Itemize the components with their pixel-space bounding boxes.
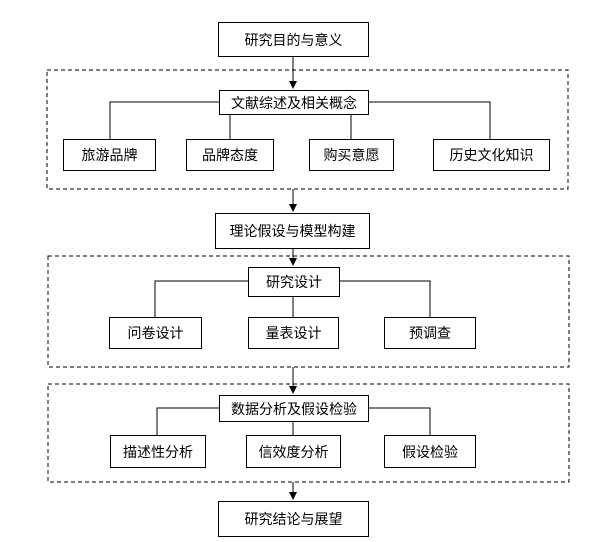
group-frame-data-analysis	[47, 383, 570, 483]
branch-analysis-left	[156, 407, 219, 435]
branch-analysis-right	[369, 407, 431, 435]
item-scale-design: 量表设计	[248, 317, 339, 349]
item-tourism-brand: 旅游品牌	[63, 139, 156, 171]
hub-research-design: 研究设计	[248, 267, 340, 297]
hub-data-analysis: 数据分析及假设检验	[219, 395, 369, 422]
item-brand-attitude: 品牌态度	[186, 139, 274, 171]
item-pre-survey: 预调查	[384, 317, 476, 349]
group-frame-research-design	[47, 255, 570, 368]
branch-design-right	[340, 280, 431, 317]
step-research-purpose: 研究目的与意义	[218, 22, 369, 57]
item-descriptive-analysis: 描述性分析	[110, 435, 206, 468]
branch-literature-right	[369, 101, 491, 139]
item-purchase-intention: 购买意愿	[309, 139, 394, 171]
item-historical-knowledge: 历史文化知识	[433, 139, 550, 171]
item-hypothesis-testing: 假设检验	[384, 435, 476, 468]
branch-literature-left	[109, 101, 219, 139]
step-conclusion: 研究结论与展望	[218, 501, 369, 537]
branch-design-left	[154, 280, 248, 317]
step-theory-model: 理论假设与模型构建	[215, 213, 370, 249]
group-frame-literature	[46, 69, 569, 190]
item-reliability-validity: 信效度分析	[246, 435, 341, 468]
hub-literature-review: 文献综述及相关概念	[219, 90, 369, 115]
item-questionnaire-design: 问卷设计	[109, 317, 202, 349]
